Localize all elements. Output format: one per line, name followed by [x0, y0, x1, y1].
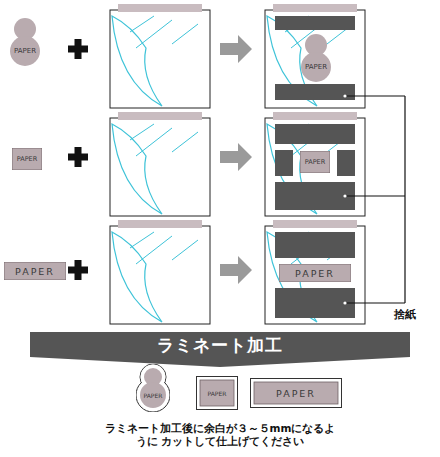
caption: ラミネート加工後に余白が３～５mmになるように カットして仕上げてください [101, 422, 339, 448]
paper-shape: PAPER [12, 148, 42, 170]
paper-shape: PAPER [250, 378, 342, 408]
paper-label: PAPER [208, 390, 227, 397]
gourd-outline [10, 18, 40, 66]
paper-label: PAPER [305, 63, 327, 71]
paper-shape: PAPER [136, 364, 170, 412]
paper-label: PAPER [15, 266, 55, 277]
paper-shape: PAPER [4, 262, 66, 280]
paper-shape: PAPER [279, 264, 351, 282]
waste-paper-label: 捨紙 [394, 307, 416, 322]
paper-label: PAPER [295, 268, 335, 279]
paper-label: PAPER [17, 155, 38, 163]
paper-shape: PAPER [196, 376, 238, 410]
paper-shape: PAPER [301, 34, 331, 82]
gourd-outline [301, 34, 331, 82]
paper-shape: PAPER [300, 151, 330, 173]
paper-shape: PAPER [10, 18, 40, 66]
band-title: ラミネート加工 [157, 334, 283, 357]
paper-label: PAPER [14, 47, 36, 55]
paper-label: PAPER [276, 388, 316, 399]
paper-label: PAPER [144, 392, 163, 399]
process-band: ラミネート加工 [30, 332, 410, 367]
gourd-outline [136, 364, 170, 412]
paper-label: PAPER [305, 158, 326, 166]
